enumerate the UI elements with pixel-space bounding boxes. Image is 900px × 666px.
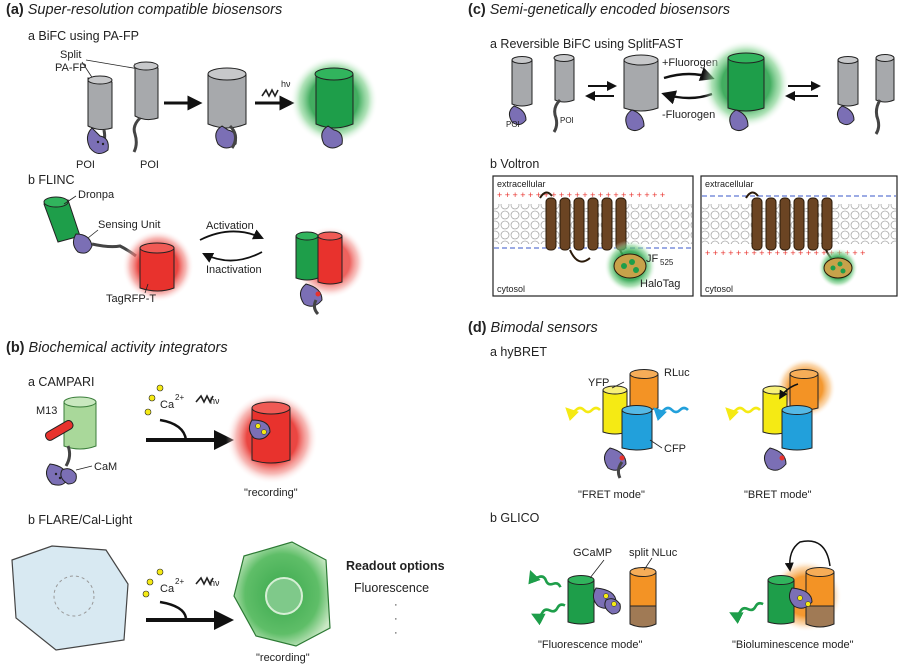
inactivation-label: Inactivation xyxy=(206,264,262,276)
svg-text:extracellular: extracellular xyxy=(497,179,546,189)
panel-a-heading: (a) Super-resolution compatible biosenso… xyxy=(6,2,282,18)
flinc-subtitle: b FLINC xyxy=(28,173,75,187)
svg-text:2+: 2+ xyxy=(175,393,184,402)
panel-c-heading: (c) Semi-genetically encoded biosensors xyxy=(468,2,730,18)
panel-b: (b) Biochemical activity integrators a C… xyxy=(6,340,445,664)
readout-options-label: Readout options xyxy=(346,559,445,573)
panel-d-heading: (d) Bimodal sensors xyxy=(468,320,598,336)
poi-label-c1: POI xyxy=(506,120,520,129)
readout-dot-3: · xyxy=(394,627,398,639)
voltron-subtitle: b Voltron xyxy=(490,157,539,171)
svg-text:+ + + + + + + + + + + + + + +: + + + + + + + + + + + + + + + + + + + + … xyxy=(705,248,865,258)
svg-text:525: 525 xyxy=(660,258,674,267)
campari-recording-label: "recording" xyxy=(244,487,298,499)
campari-sensor xyxy=(44,396,97,486)
svg-text:Ca: Ca xyxy=(160,399,175,411)
splitfast-split-halves xyxy=(508,54,575,133)
flare-recording-label: "recording" xyxy=(256,652,310,664)
glico-fluorescence-mode xyxy=(528,557,657,628)
tagrfp-barrel xyxy=(122,230,194,302)
split-nluc-label: split NLuc xyxy=(629,547,678,559)
panel-c: (c) Semi-genetically encoded biosensors … xyxy=(468,2,898,297)
bifc-subtitle: a BiFC using PA-FP xyxy=(28,29,139,43)
fluorescence-mode-label: "Fluorescence mode" xyxy=(538,639,643,651)
svg-text:JF: JF xyxy=(646,253,659,265)
splitfast-gray-assembled xyxy=(623,54,659,132)
campari-recording-state xyxy=(226,392,318,484)
minus-fluorogen-label: -Fluorogen xyxy=(662,109,715,121)
svg-text:HaloTag: HaloTag xyxy=(640,278,680,290)
readout-dot-1: · xyxy=(394,599,398,611)
svg-text:2+: 2+ xyxy=(175,577,184,586)
fluorescent-green-barrel xyxy=(290,56,378,149)
plus-fluorogen-label: +Fluorogen xyxy=(662,57,718,69)
dronpa-label: Dronpa xyxy=(78,189,115,201)
cam-label: CaM xyxy=(94,461,117,473)
poi-label-2: POI xyxy=(140,159,159,171)
svg-text:extracellular: extracellular xyxy=(705,179,754,189)
split-label: Split xyxy=(60,49,81,61)
pafp-label: PA-FP xyxy=(55,62,87,74)
panel-d: (d) Bimodal sensors a hyBRET YFP RLuc CF… xyxy=(468,320,854,651)
campari-subtitle: a CAMPARI xyxy=(28,375,94,389)
split-pafp-right xyxy=(132,61,159,153)
bret-mode-label: "BRET mode" xyxy=(744,489,812,501)
splitfast-fluorescent xyxy=(702,40,790,132)
svg-text:hν: hν xyxy=(210,578,220,588)
recording-cell xyxy=(233,541,331,647)
calcium-hv-arrow-2: Ca 2+ hν xyxy=(142,568,234,630)
svg-text:cytosol: cytosol xyxy=(705,284,733,294)
splitfast-subtitle: a Reversible BiFC using SplitFAST xyxy=(490,37,683,51)
split-pafp-left xyxy=(86,75,113,154)
panel-a: (a) Super-resolution compatible biosenso… xyxy=(6,2,378,316)
svg-text:hν: hν xyxy=(210,396,220,406)
panel-b-heading: (b) Biochemical activity integrators xyxy=(6,340,228,356)
activation-label: Activation xyxy=(206,220,254,232)
assembled-gray-barrel xyxy=(207,67,247,149)
tagrfp-label: TagRFP-T xyxy=(106,293,156,305)
svg-text:+ + + + + + + + + + + + + + +: + + + + + + + + + + + + + + + + + + + + … xyxy=(497,190,665,200)
cfp-label: CFP xyxy=(664,443,686,455)
voltron-box-left: extracellular + + + + + + + + + + + + + … xyxy=(492,175,694,297)
glico-bioluminescence-mode xyxy=(729,540,842,632)
dronpa-barrel xyxy=(43,196,81,243)
sensing-unit-label: Sensing Unit xyxy=(98,219,160,231)
hybret-fret-mode xyxy=(565,369,689,479)
poi-label-1: POI xyxy=(76,159,95,171)
hybret-bret-mode xyxy=(725,358,836,471)
bioluminescence-mode-label: "Bioluminescence mode" xyxy=(732,639,854,651)
gcamp-label: GCaMP xyxy=(573,547,612,559)
hv-label-a: hν xyxy=(281,79,291,89)
m13-label: M13 xyxy=(36,405,57,417)
poi-label-c2: POI xyxy=(560,116,574,125)
svg-text:Ca: Ca xyxy=(160,583,175,595)
readout-dot-2: · xyxy=(394,613,398,625)
fret-mode-label: "FRET mode" xyxy=(578,489,645,501)
hybret-subtitle: a hyBRET xyxy=(490,345,547,359)
yfp-label: YFP xyxy=(588,377,609,389)
voltron-box-right: extracellular + + + + + + + + + + + + + … xyxy=(700,175,898,297)
calcium-hv-arrow-1: Ca 2+ hν xyxy=(144,384,234,450)
splitfast-split-again xyxy=(836,54,895,135)
resting-cell xyxy=(11,545,129,651)
flare-subtitle: b FLARE/Cal-Light xyxy=(28,513,133,527)
flinc-closed-state xyxy=(294,226,366,316)
fluorescence-label: Fluorescence xyxy=(354,581,429,595)
rluc-label: RLuc xyxy=(664,367,690,379)
glico-subtitle: b GLICO xyxy=(490,511,540,525)
svg-text:cytosol: cytosol xyxy=(497,284,525,294)
